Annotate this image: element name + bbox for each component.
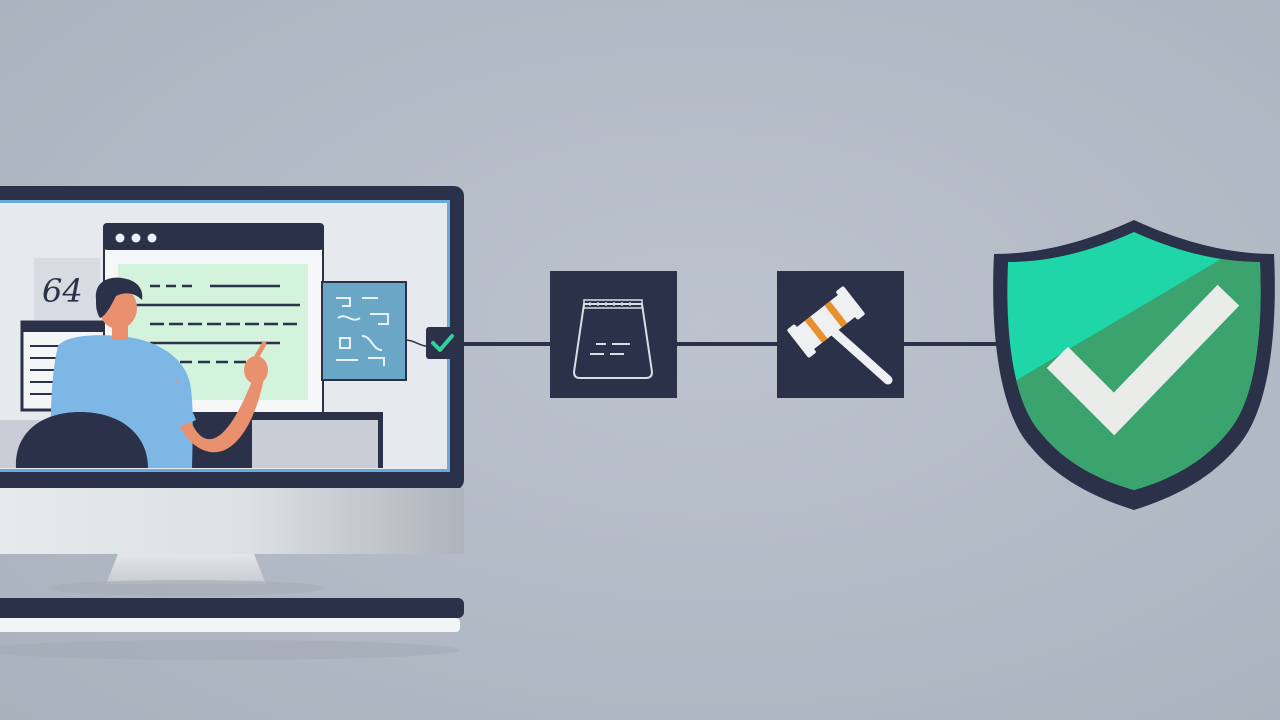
person-icon: [15, 277, 268, 468]
checkbox-icon: [405, 327, 458, 359]
sketch-text: 64: [42, 272, 83, 310]
monitor-stand: [106, 554, 266, 584]
monitor-base: [0, 598, 464, 618]
monitor-icon: 64: [0, 186, 464, 660]
code-panel-icon: [321, 281, 407, 381]
monitor-chin: [0, 488, 464, 554]
document-stack-icon: [550, 271, 677, 398]
shield-check-icon: [993, 220, 1275, 510]
chair: [15, 412, 148, 468]
sketch-card: [34, 258, 100, 320]
gavel-icon: [777, 271, 904, 398]
